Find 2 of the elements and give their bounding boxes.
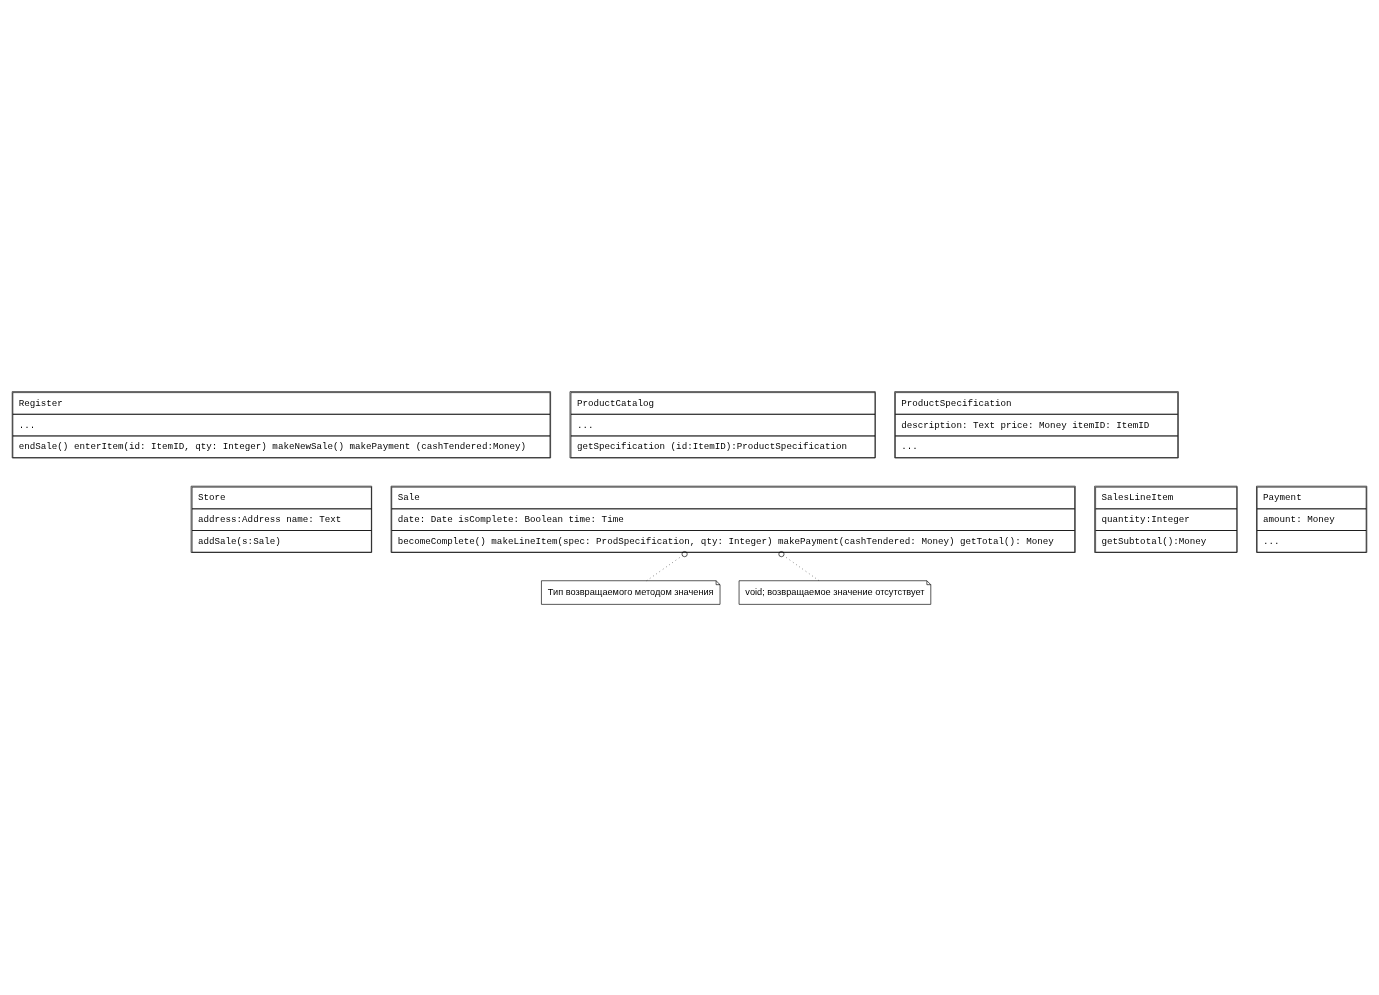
connector — [646, 550, 688, 581]
connector — [778, 550, 820, 581]
